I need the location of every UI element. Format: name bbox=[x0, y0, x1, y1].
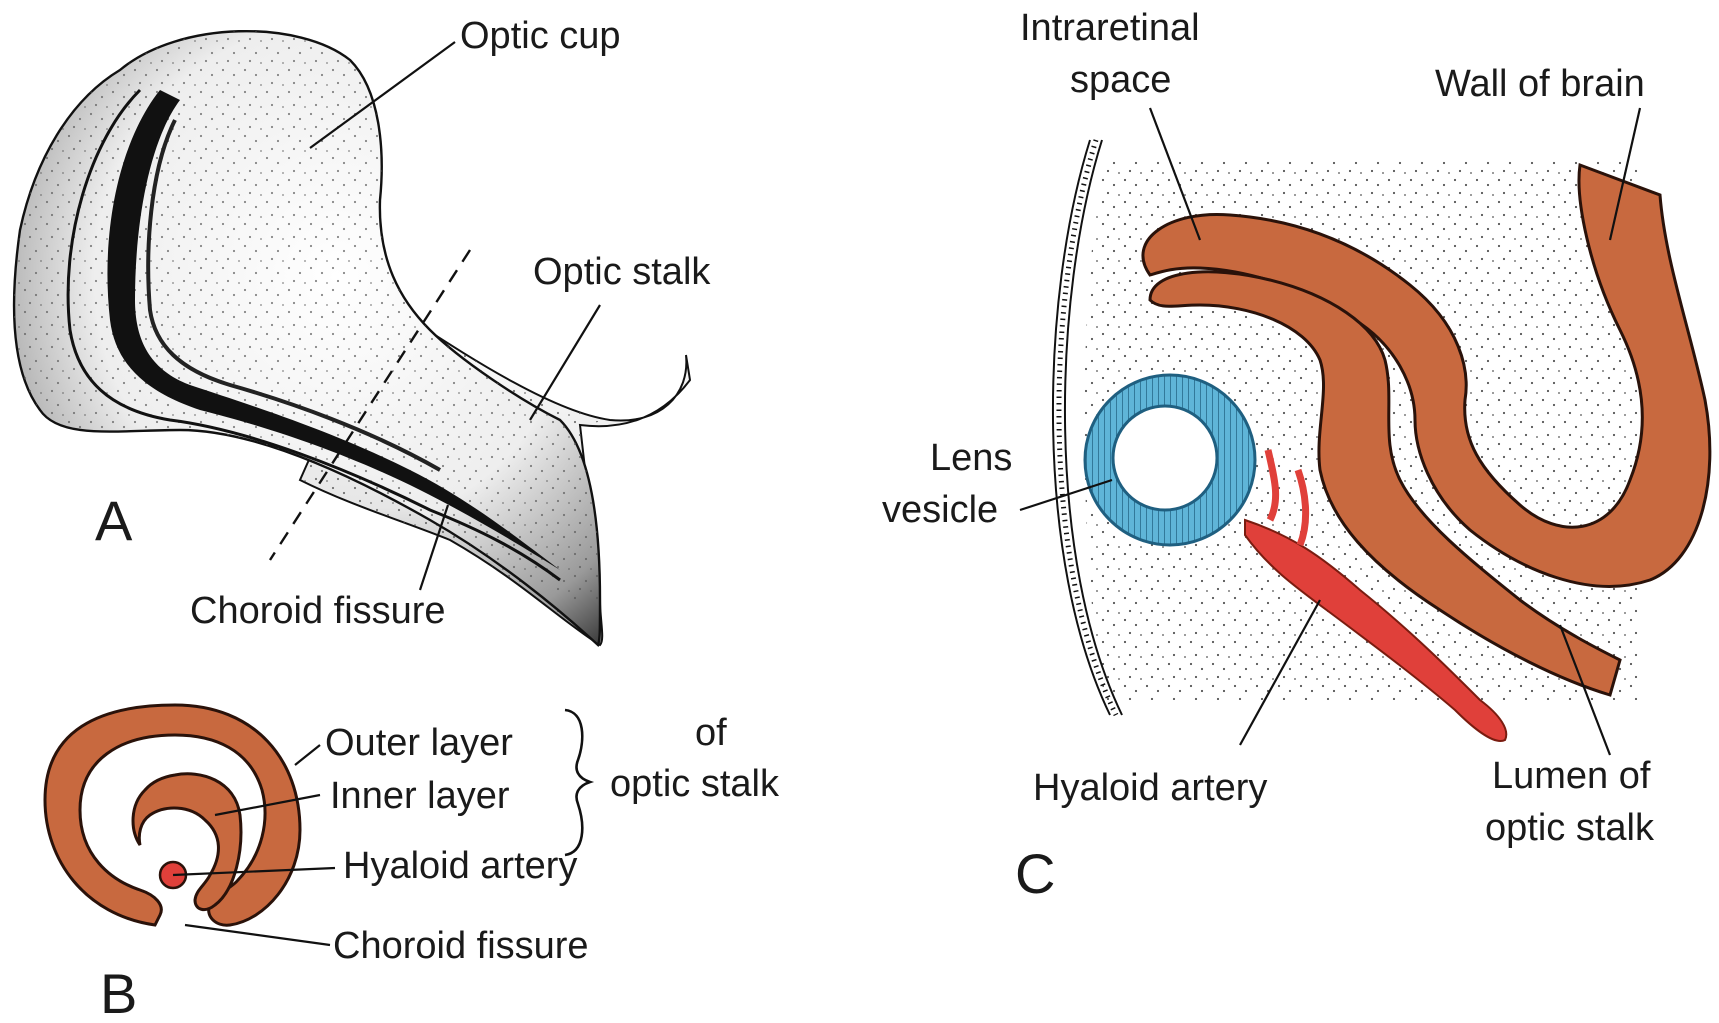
optic-stalk-label: Optic stalk bbox=[533, 251, 711, 293]
lumen-label-line2: optic stalk bbox=[1485, 807, 1655, 849]
lens-label-line2: vesicle bbox=[882, 489, 998, 531]
layers-brace bbox=[565, 710, 590, 855]
wall-of-brain-label: Wall of brain bbox=[1435, 63, 1645, 105]
inner-layer-shape bbox=[133, 774, 241, 910]
choroid-fissure-label-b: Choroid fissure bbox=[333, 925, 589, 967]
choroid-fissure-label-a: Choroid fissure bbox=[190, 590, 446, 632]
panel-a-letter: A bbox=[95, 489, 133, 552]
outer-layer-shape bbox=[45, 705, 300, 925]
lumen-label-line1: Lumen of bbox=[1492, 755, 1651, 797]
inner-layer-label: Inner layer bbox=[330, 775, 510, 817]
panel-a-optic-cup-drawing: Optic cup Optic stalk Choroid fissure A bbox=[14, 15, 711, 645]
lens-label-line1: Lens bbox=[930, 437, 1012, 479]
panel-c-sagittal-section: Intraretinal space Wall of brain Lens ve… bbox=[882, 7, 1710, 905]
outer-layer-leader bbox=[295, 745, 320, 765]
choroid-fissure-leader-b bbox=[185, 925, 330, 945]
lens-vesicle-lumen bbox=[1113, 406, 1217, 510]
intraretinal-label-line2: space bbox=[1070, 59, 1171, 101]
panel-c-letter: C bbox=[1015, 842, 1055, 905]
panel-b-letter: B bbox=[100, 962, 137, 1023]
outer-layer-label: Outer layer bbox=[325, 722, 513, 764]
optic-stalk-leader bbox=[530, 305, 600, 420]
hyaloid-artery-label-b: Hyaloid artery bbox=[343, 845, 577, 887]
intraretinal-label-line1: Intraretinal bbox=[1020, 7, 1200, 49]
panel-b-cross-section: Outer layer Inner layer of optic stalk H… bbox=[45, 705, 780, 1023]
optic-cup-label: Optic cup bbox=[460, 15, 621, 57]
hyaloid-artery-label-c: Hyaloid artery bbox=[1033, 767, 1267, 809]
optic-stalk-label-b: optic stalk bbox=[610, 763, 780, 805]
of-label: of bbox=[695, 712, 727, 754]
